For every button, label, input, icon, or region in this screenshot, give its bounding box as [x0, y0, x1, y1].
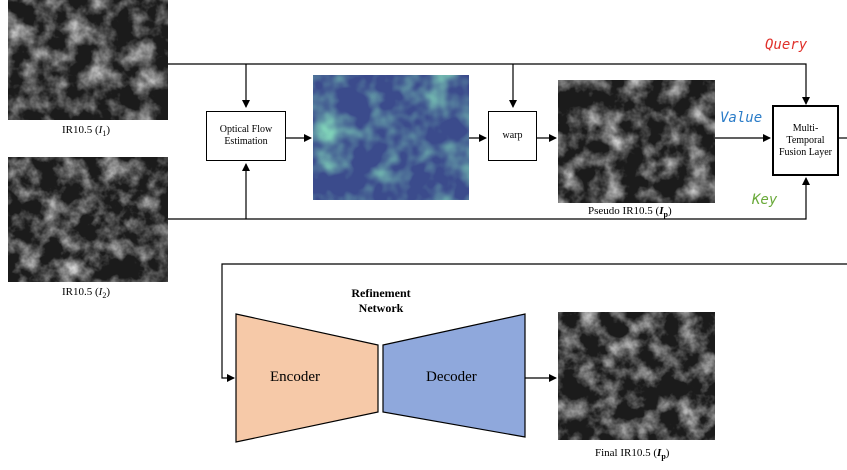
decoder-block — [382, 313, 526, 438]
value-label: Value — [720, 110, 763, 126]
satellite-image-i1 — [8, 0, 168, 120]
satellite-image-i2 — [8, 157, 168, 282]
encoder-label: Encoder — [270, 369, 320, 385]
caption-pseudo: Pseudo IR10.5 (Ip) — [588, 205, 672, 220]
fusion-layer-block: Multi-Temporal Fusion Layer — [772, 105, 839, 176]
caption-final: Final IR10.5 (Ip) — [595, 447, 670, 462]
query-arrow — [168, 63, 810, 105]
optical-flow-map — [313, 75, 469, 200]
fusion-to-encoder-arrow — [221, 263, 847, 382]
key-arrow — [168, 177, 810, 220]
key-label: Key — [752, 192, 778, 208]
caption-i2: IR10.5 (I2) — [62, 286, 111, 301]
encoder-block — [235, 313, 379, 443]
refinement-network-title: Refinement Network — [351, 286, 411, 315]
query-label: Query — [765, 37, 808, 53]
connectors — [168, 63, 847, 382]
caption-i1: IR10.5 (I1) — [62, 124, 111, 139]
satellite-image-pseudo — [558, 80, 715, 203]
optical-flow-block: Optical Flow Estimation — [206, 111, 286, 161]
decoder-label: Decoder — [426, 369, 477, 385]
warp-block: warp — [488, 111, 537, 161]
satellite-image-final — [558, 312, 715, 440]
